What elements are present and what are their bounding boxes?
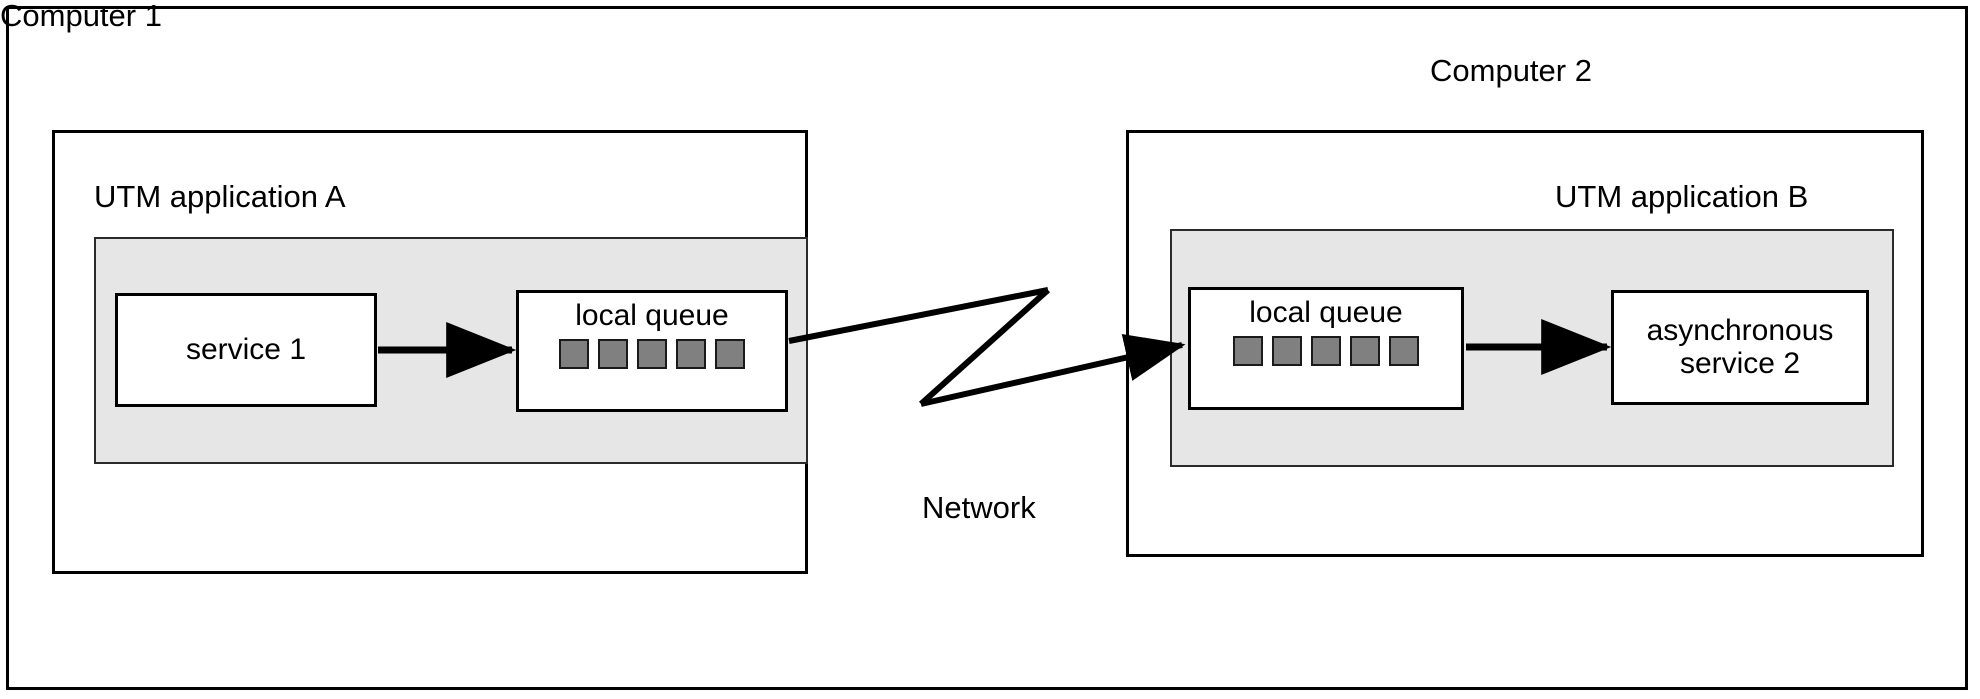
queue-cell [1311, 336, 1341, 366]
queue-cell [1233, 336, 1263, 366]
asynchronous-service-2-label-line1: asynchronous [1646, 314, 1834, 348]
queue-cell [1389, 336, 1419, 366]
queue-cell [676, 339, 706, 369]
queue-cell [715, 339, 745, 369]
utm-application-a-label: UTM application A [94, 179, 346, 214]
computer1-caption: Computer 1 [0, 0, 162, 33]
local-queue-2-box: local queue [1188, 287, 1464, 410]
queue-cell [559, 339, 589, 369]
queue-cell [1350, 336, 1380, 366]
utm-application-b-label: UTM application B [1555, 179, 1809, 214]
queue-cell [637, 339, 667, 369]
queue-cell [598, 339, 628, 369]
local-queue-1-inner: local queue [519, 293, 785, 409]
service-1-box: service 1 [115, 293, 377, 407]
network-caption: Network [922, 490, 1036, 525]
local-queue-2-inner: local queue [1191, 290, 1461, 407]
queue-cell [1272, 336, 1302, 366]
local-queue-2-label: local queue [1249, 296, 1403, 329]
service-1-label: service 1 [185, 332, 307, 366]
asynchronous-service-2-label-line2: service 2 [1679, 346, 1801, 380]
local-queue-1-box: local queue [516, 290, 788, 412]
computer2-caption: Computer 2 [1430, 53, 1592, 88]
local-queue-2-cells [1233, 336, 1419, 366]
local-queue-1-label: local queue [575, 299, 729, 332]
local-queue-1-cells [559, 339, 745, 369]
